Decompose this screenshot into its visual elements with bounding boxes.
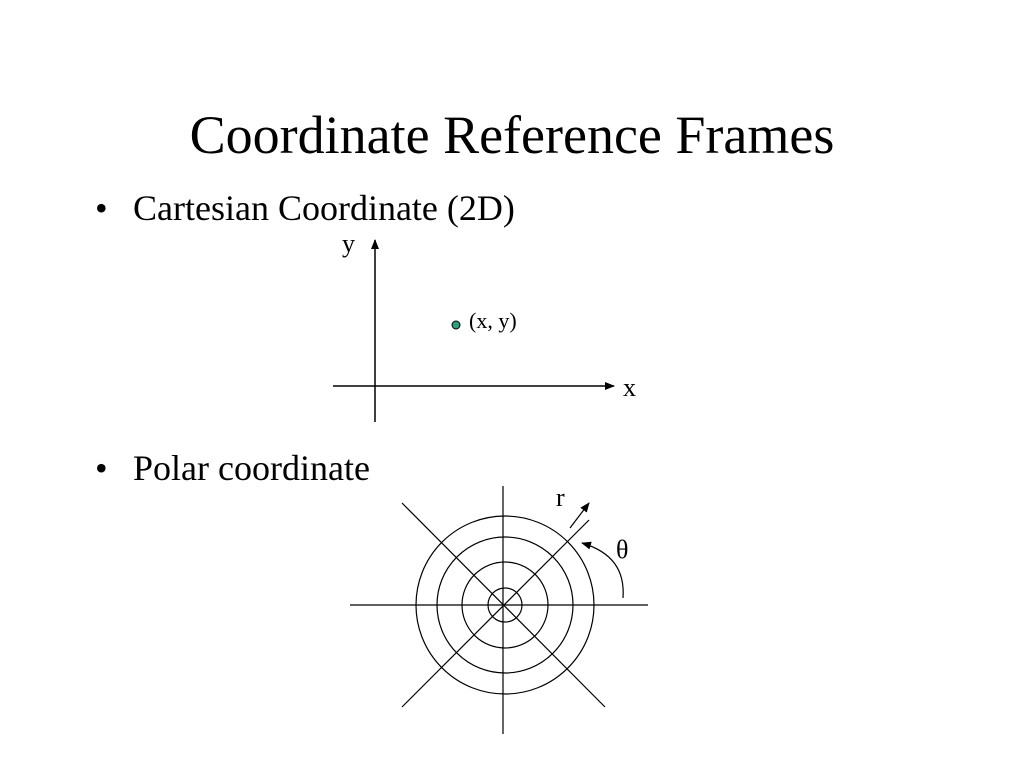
point-label: (x, y) bbox=[469, 308, 517, 333]
point-marker bbox=[451, 320, 461, 330]
bullet-text: Polar coordinate bbox=[133, 448, 370, 488]
bullet-polar: • Polar coordinate bbox=[95, 446, 370, 490]
bullet-cartesian: • Cartesian Coordinate (2D) bbox=[95, 186, 515, 230]
theta-arc-arrow bbox=[581, 541, 624, 599]
theta-label: θ bbox=[616, 535, 628, 564]
bullet-text: Cartesian Coordinate (2D) bbox=[133, 188, 515, 228]
polar-diagram bbox=[350, 486, 648, 734]
polar-diagonal-line bbox=[401, 519, 590, 708]
cartesian-diagram: y x (x, y) bbox=[333, 229, 636, 422]
slide-title: Coordinate Reference Frames bbox=[189, 105, 835, 165]
y-axis-label: y bbox=[342, 229, 355, 258]
radius-label: r bbox=[556, 483, 565, 512]
radius-arrow bbox=[569, 502, 590, 529]
bullet-marker: • bbox=[95, 448, 108, 488]
bullet-marker: • bbox=[95, 188, 108, 228]
x-axis-label: x bbox=[623, 373, 636, 402]
